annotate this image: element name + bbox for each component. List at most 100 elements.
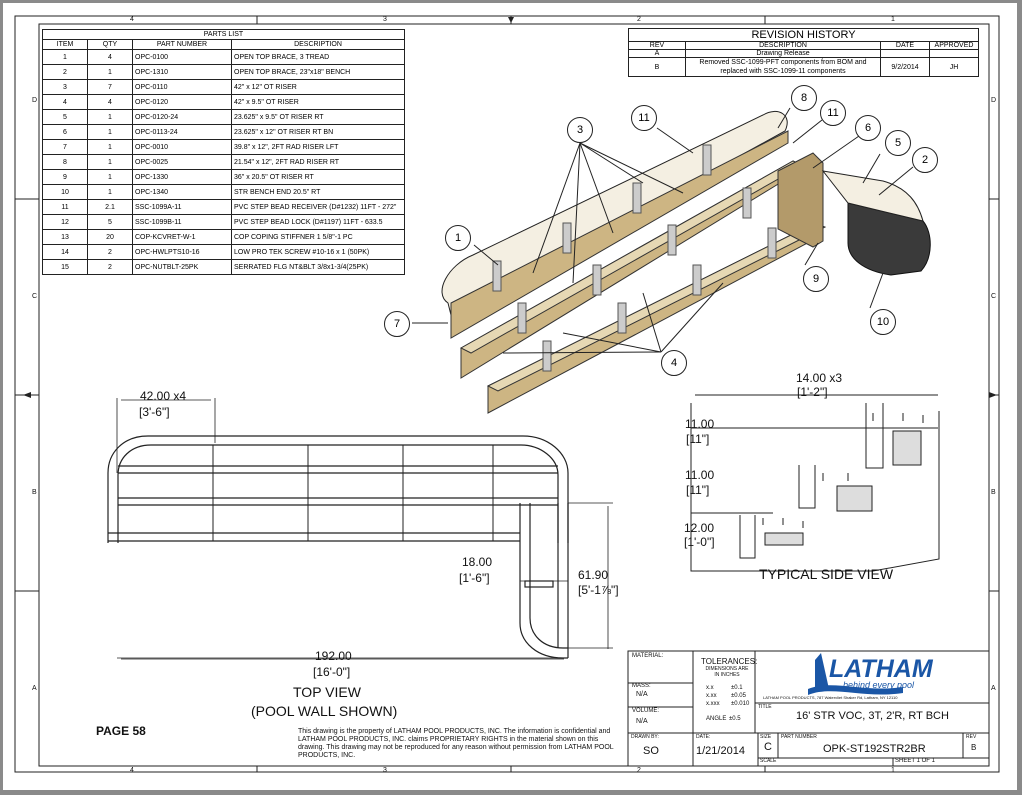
logo-tagline: behind every pool <box>843 680 915 690</box>
description-cell: SERRATED FLG NT&BLT 3/8x1-3/4(25PK) <box>231 259 405 275</box>
qty-cell: 1 <box>87 184 133 200</box>
balloon: 5 <box>885 130 911 156</box>
size-label: SIZE <box>760 734 772 740</box>
side-dim-11b-ft: [11"] <box>686 483 710 497</box>
mass-value: N/A <box>636 691 648 698</box>
dim-42: 42.00 x4 <box>140 389 187 403</box>
zone-row-d: D <box>32 97 38 104</box>
zone-col-2b: 2 <box>637 767 641 774</box>
part-number-cell: OPC-0010 <box>132 139 232 155</box>
part-number-cell: OPC-0120 <box>132 94 232 110</box>
rev-value: B <box>971 743 977 752</box>
part-label: PART NUMBER <box>781 734 817 740</box>
balloon: 8 <box>791 85 817 111</box>
qty-cell: 1 <box>87 154 133 170</box>
description-cell: 39.8" x 12", 2FT RAD RISER LFT <box>231 139 405 155</box>
item-cell: 4 <box>42 94 88 110</box>
zone-col-4: 4 <box>130 16 134 23</box>
balloon: 9 <box>803 266 829 292</box>
part-number-cell: OPC-NUTBLT-25PK <box>132 259 232 275</box>
parts-list-table: PARTS LIST ITEM QTY PART NUMBER DESCRIPT… <box>42 29 405 275</box>
qty-cell: 1 <box>87 124 133 140</box>
part-value: OPK-ST192STR2BR <box>823 743 926 755</box>
drawing-title: 16' STR VOC, 3T, 2'R, RT BCH <box>796 710 949 722</box>
sheet-number: SHEET 1 OF 1 <box>895 758 935 764</box>
balloon: 6 <box>855 115 881 141</box>
description-cell: 23.625" x 9.5" OT RISER RT <box>231 109 405 125</box>
drawn-value: SO <box>643 745 659 757</box>
drawing-canvas <box>14 15 1000 773</box>
top-view <box>107 435 569 659</box>
angle-value: ±0.5 <box>729 716 741 722</box>
col-part-number: PART NUMBER <box>132 39 232 50</box>
item-cell: 6 <box>42 124 88 140</box>
side-dim-11a: 11.00 <box>685 417 715 431</box>
qty-cell: 2.1 <box>87 199 133 215</box>
col-item: ITEM <box>42 39 88 50</box>
description-cell: OPEN TOP BRACE, 3 TREAD <box>231 49 405 65</box>
col-qty: QTY <box>87 39 133 50</box>
scale-label: SCALE <box>760 758 777 764</box>
zone-row-b-r: B <box>991 489 996 496</box>
item-cell: 8 <box>42 154 88 170</box>
rev-col-approved: APPROVED <box>929 41 979 50</box>
side-dim-11b: 11.00 <box>685 468 715 482</box>
zone-row-a: A <box>32 685 37 692</box>
balloon: 1 <box>445 225 471 251</box>
description-cell: STR BENCH END 20.5" RT <box>231 184 405 200</box>
rev-col-rev: REV <box>628 41 686 50</box>
balloon: 3 <box>567 117 593 143</box>
rev-a-desc: Drawing Release <box>685 49 881 58</box>
part-number-cell: OPC-0120-24 <box>132 109 232 125</box>
item-cell: 12 <box>42 214 88 230</box>
latham-logo: LATHAM <box>829 655 933 683</box>
date-label: DATE: <box>696 734 711 740</box>
part-number-cell: OPC-1330 <box>132 169 232 185</box>
tol-xxx: x.xxx <box>706 701 720 707</box>
dim-42-ft: [3'-6"] <box>139 405 170 419</box>
rev-a-date <box>880 49 930 58</box>
revision-title: REVISION HISTORY <box>628 28 979 42</box>
dim-61-ft: [5'-1⅞"] <box>578 583 619 597</box>
outer-border <box>14 15 1000 773</box>
description-cell: PVC STEP BEAD RECEIVER (D#1232) 11FT - 2… <box>231 199 405 215</box>
dim-192-ft: [16'-0"] <box>313 665 351 679</box>
balloon: 11 <box>631 105 657 131</box>
description-cell: LOW PRO TEK SCREW #10-16 x 1 (50PK) <box>231 244 405 260</box>
rev-col-desc: DESCRIPTION <box>685 41 881 50</box>
iso-view <box>441 110 931 414</box>
item-cell: 9 <box>42 169 88 185</box>
qty-cell: 1 <box>87 139 133 155</box>
part-number-cell: SSC-1099B-11 <box>132 214 232 230</box>
zone-row-c-r: C <box>991 293 997 300</box>
description-cell: 36" x 20.5" OT RISER RT <box>231 169 405 185</box>
tol-xx-v: ±0.05 <box>731 693 746 699</box>
top-view-subcaption: (POOL WALL SHOWN) <box>251 703 398 719</box>
zone-col-1b: 1 <box>891 767 895 774</box>
side-dim-14: 14.00 x3 <box>796 371 843 385</box>
zone-row-d-r: D <box>991 97 997 104</box>
zone-row-c: C <box>32 293 38 300</box>
part-number-cell: OPC-0100 <box>132 49 232 65</box>
col-description: DESCRIPTION <box>231 39 405 50</box>
item-cell: 14 <box>42 244 88 260</box>
rev-b: B <box>628 57 686 77</box>
zone-col-4b: 4 <box>130 767 134 774</box>
part-number-cell: OPC-0113-24 <box>132 124 232 140</box>
side-dim-14-ft: [1'-2"] <box>797 385 828 399</box>
size-value: C <box>764 741 772 753</box>
qty-cell: 7 <box>87 79 133 95</box>
zone-col-3: 3 <box>383 16 387 23</box>
zone-col-3b: 3 <box>383 767 387 774</box>
